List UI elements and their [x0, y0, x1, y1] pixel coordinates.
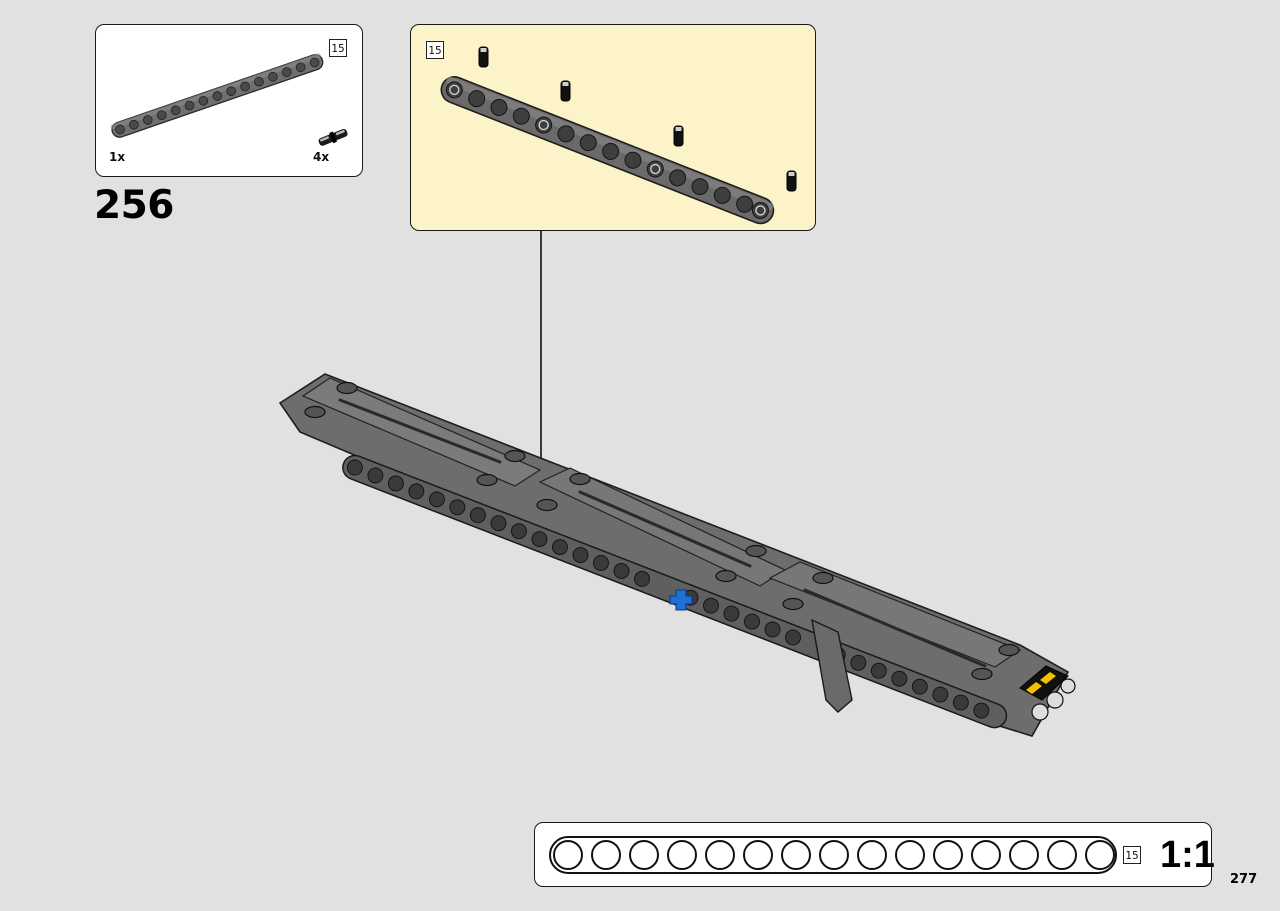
technic-beam-part-icon: [110, 53, 324, 138]
subassembly-callout: 15: [410, 24, 816, 231]
ruler-hole: [971, 840, 1001, 870]
pin-quantity: 4x: [313, 150, 330, 164]
ruler-beam: [549, 836, 1117, 874]
ruler-hole: [933, 840, 963, 870]
step-number: 256: [94, 183, 174, 228]
subassembly-beam-length-badge: 15: [426, 41, 444, 59]
scale-label: 1:1: [1160, 834, 1215, 876]
ruler-hole: [781, 840, 811, 870]
beam-length-badge: 15: [329, 39, 347, 57]
ruler-hole: [1047, 840, 1077, 870]
ruler-hole: [895, 840, 925, 870]
ruler-length-badge: 15: [1123, 846, 1141, 864]
subassembly-beam-with-pins: [440, 46, 797, 225]
ruler-hole: [1009, 840, 1039, 870]
ruler-hole: [1085, 840, 1115, 870]
ruler-hole: [667, 840, 697, 870]
ruler-hole: [705, 840, 735, 870]
friction-pin-part-icon: [318, 128, 348, 146]
beam-quantity: 1x: [109, 150, 126, 164]
page-number: 277: [1230, 872, 1258, 887]
ruler-hole: [819, 840, 849, 870]
ruler-hole: [743, 840, 773, 870]
ruler-hole: [553, 840, 583, 870]
ruler-hole: [857, 840, 887, 870]
ruler-hole: [629, 840, 659, 870]
scale-ruler-panel: 15: [534, 822, 1212, 887]
ruler-hole: [591, 840, 621, 870]
parts-list-panel: 15 1x 4x: [95, 24, 363, 177]
